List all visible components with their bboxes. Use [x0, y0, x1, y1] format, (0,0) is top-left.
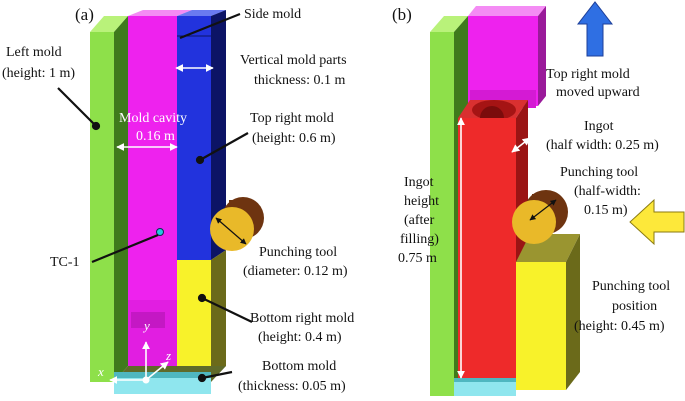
punching-tool-label-2: (diameter: 0.12 m): [243, 264, 348, 279]
ingot-height-label-5: 0.75 m: [398, 251, 437, 266]
bottom-mold-label-2: (thickness: 0.05 m): [238, 379, 346, 394]
top-right-mold-label-2: (height: 0.6 m): [252, 131, 336, 146]
left-mold-label-1: Left mold: [6, 45, 62, 60]
bottom-right-mold-b: [516, 234, 580, 390]
leader-lines-a: [57, 12, 253, 383]
coordinate-axes: y x z: [97, 318, 171, 384]
punching-tool-b-label-2: (half-width:: [574, 184, 641, 199]
bottom-mold: [114, 366, 226, 394]
left-mold: [90, 16, 128, 382]
punching-position-label-1: Punching tool: [592, 279, 670, 294]
mold-cavity-label-2: 0.16 m: [136, 129, 175, 144]
top-right-moved-label-2: moved upward: [556, 85, 640, 100]
punching-tool-b: [512, 190, 568, 244]
bottom-right-mold-label-2: (height: 0.4 m): [258, 330, 342, 345]
ingot-label-1: Ingot: [584, 119, 614, 134]
punching-tool-b-label-1: Punching tool: [560, 165, 638, 180]
punching-tool-label-1: Punching tool: [259, 245, 337, 260]
punching-tool-b-label-3: 0.15 m): [584, 203, 628, 218]
upward-arrow: [576, 1, 614, 57]
punching-position-label-3: (height: 0.45 m): [574, 319, 665, 334]
panel-a: (a): [2, 5, 354, 394]
ingot-label-2: (half width: 0.25 m): [546, 138, 659, 153]
ingot-height-label-3: (after: [404, 213, 435, 228]
side-mold: [128, 10, 192, 368]
ingot-half-width-arrow: [511, 137, 531, 153]
panel-a-tag: (a): [75, 5, 94, 24]
left-mold-label-2: (height: 1 m): [2, 66, 75, 81]
side-mold-label: Side mold: [244, 7, 301, 22]
top-right-mold-label-1: Top right mold: [250, 111, 334, 126]
tc1-thermocouple: [156, 228, 164, 236]
vertical-parts-label-2: thickness: 0.1 m: [254, 73, 345, 88]
panel-b-tag: (b): [392, 5, 412, 24]
bottom-right-mold: [177, 250, 226, 376]
tc1-label: TC-1: [50, 255, 80, 270]
top-right-mold: [177, 10, 226, 260]
ingot-height-label-2: height: [404, 194, 439, 209]
axis-x-label: x: [97, 364, 104, 379]
bottom-right-mold-label-1: Bottom right mold: [250, 311, 354, 326]
top-right-mold-b: [468, 6, 546, 108]
mold-cavity-label-1: Mold cavity: [119, 111, 187, 126]
bottom-mold-label-1: Bottom mold: [262, 359, 336, 374]
top-right-moved-label-1: Top right mold: [546, 67, 630, 82]
punching-position-label-2: position: [612, 299, 657, 314]
axis-y-label: y: [142, 318, 150, 333]
ingot-height-label-1: Ingot: [404, 175, 434, 190]
axis-z-label: z: [165, 348, 171, 363]
ingot-height-label-4: filling): [400, 232, 439, 247]
leftward-arrow: [629, 198, 685, 246]
bottom-mold-b: [454, 378, 516, 396]
vertical-parts-label-1: Vertical mold parts: [240, 53, 347, 68]
punching-tool-a: [210, 197, 264, 251]
panel-b: (b): [392, 1, 685, 396]
